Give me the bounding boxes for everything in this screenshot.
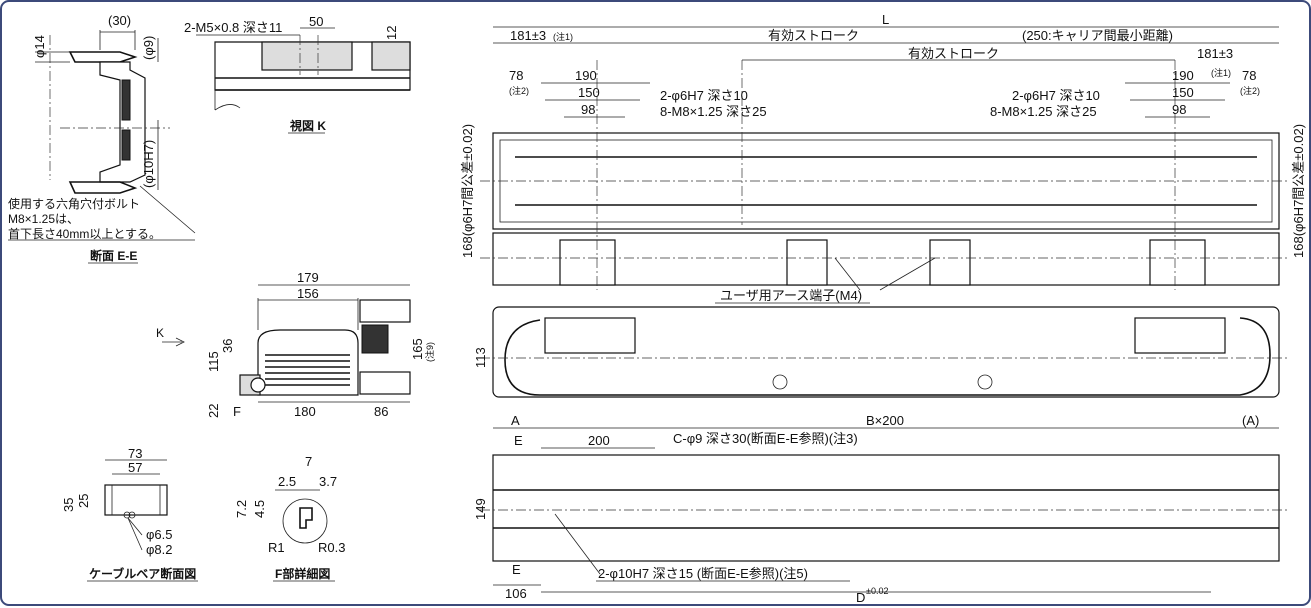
dim-113: 113	[473, 347, 488, 368]
cable-bear-section: 73 57 35 25 φ6.5 φ8.2 ケーブルベア断面図	[61, 446, 198, 582]
dim-165: 165	[410, 338, 425, 360]
dim-115: 115	[206, 351, 221, 372]
c-phi9-note: C-φ9 深さ30(断面E-E参照)(注3)	[673, 431, 858, 446]
dim-179: 179	[297, 270, 319, 285]
dim-200: 200	[588, 433, 610, 448]
bolt-note-2: M8×1.25は、	[8, 212, 79, 226]
dim-106: 106	[505, 586, 527, 601]
phi-8-2: φ8.2	[146, 542, 173, 557]
dim-d: D	[856, 590, 865, 605]
dim-78-left: 78	[509, 68, 523, 83]
stroke-label-2: 有効ストローク	[908, 46, 999, 61]
dim-phi14: φ14	[32, 35, 47, 58]
dim-36: 36	[220, 339, 235, 353]
dim-phi10h7: (φ10H7)	[141, 140, 156, 188]
dim-7-2: 7.2	[234, 500, 249, 518]
cable-title: ケーブルベア断面図	[89, 566, 196, 581]
bolt-note-1: 使用する六角穴付ボルト	[8, 196, 140, 211]
dim-phi9: (φ9)	[141, 36, 156, 60]
dim-2-5: 2.5	[278, 474, 296, 489]
dim-30: (30)	[108, 13, 131, 28]
section-e-e: φ14 (30) (φ9) (φ10H7) 使用する六角穴付ボルト M8×1.2…	[8, 13, 196, 264]
bolt-note-3: 首下長さ40mm以上とする。	[8, 227, 161, 241]
bottom-view: A B×200 (A) E 200 C-φ9 深さ30(断面E-E参照)(注3)…	[473, 413, 1290, 605]
dim-3-7: 3.7	[319, 474, 337, 489]
dim-190-left: 190	[575, 68, 597, 83]
section-e-e-title: 断面 E-E	[90, 248, 137, 263]
dim-149: 149	[473, 498, 488, 520]
label-k: K	[156, 326, 164, 340]
label-a-paren: (A)	[1242, 413, 1259, 428]
side-view: 179 156 36 115 165 (注9) 22 F 180 86 K	[156, 270, 435, 419]
phi10h7-note: 2-φ10H7 深さ15 (断面E-E参照)(注5)	[598, 566, 808, 581]
dim-150-right: 150	[1172, 85, 1194, 100]
f-detail: 7 2.5 3.7 7.2 4.5 R1 R0.3 F部詳細図	[234, 454, 345, 582]
dim-98-right: 98	[1172, 102, 1186, 117]
r0-3: R0.3	[318, 540, 345, 555]
dim-12: 12	[384, 26, 399, 40]
dim-190-right: 190	[1172, 68, 1194, 83]
dim-25: 25	[76, 494, 91, 508]
front-view: 113	[473, 306, 1290, 398]
phi-6-5: φ6.5	[146, 527, 173, 542]
dim-57: 57	[128, 460, 142, 475]
dim-150-left: 150	[578, 85, 600, 100]
view-k: 2-M5×0.8 深さ11 50 12 視図 K	[184, 14, 411, 134]
dim-78-right: 78	[1242, 68, 1256, 83]
f-detail-title: F部詳細図	[275, 566, 330, 581]
dim-L: L	[882, 12, 889, 27]
r1: R1	[268, 540, 285, 555]
note-1-right: (注1)	[1211, 67, 1231, 78]
label-e-top: E	[514, 433, 523, 448]
label-e-bottom: E	[512, 562, 521, 577]
dim-d-tolerance: ±0.02	[866, 586, 888, 596]
dim-98-left: 98	[581, 102, 595, 117]
dim-180: 180	[294, 404, 316, 419]
dim-181-left: 181±3	[510, 28, 546, 43]
dim-86: 86	[374, 404, 388, 419]
dim-35: 35	[61, 498, 76, 512]
m5-label: 2-M5×0.8 深さ11	[184, 20, 282, 35]
dim-73: 73	[128, 446, 142, 461]
view-k-title: 視図 K	[289, 118, 326, 133]
dim-4-5: 4.5	[252, 500, 267, 518]
stroke-label-1: 有効ストローク	[768, 28, 859, 43]
tap-m8-left: 8-M8×1.25 深さ25	[660, 104, 767, 119]
top-view: L 181±3 (注1) 有効ストローク (250:キャリア間最小距離) 有効ス…	[460, 12, 1306, 304]
dim-b-200: B×200	[866, 413, 904, 428]
note-1-left: (注1)	[553, 31, 573, 42]
hole-6h7-left: 2-φ6H7 深さ10	[660, 88, 748, 103]
label-a: A	[511, 413, 520, 428]
dim-181-right: 181±3	[1197, 46, 1233, 61]
side-dim-left: 168(φ6H7間公差±0.02)	[460, 124, 475, 258]
label-f: F	[233, 404, 241, 419]
note-9: (注9)	[424, 342, 435, 362]
dim-7: 7	[305, 454, 312, 469]
dim-22: 22	[206, 404, 221, 418]
earth-terminal-label: ユーザ用アース端子(M4)	[720, 288, 862, 303]
min-distance-label: (250:キャリア間最小距離)	[1022, 28, 1173, 43]
tap-m8-right: 8-M8×1.25 深さ25	[990, 104, 1097, 119]
note-2-right: (注2)	[1240, 85, 1260, 96]
side-dim-right: 168(φ6H7間公差±0.02)	[1291, 124, 1306, 258]
dim-156: 156	[297, 286, 319, 301]
hole-6h7-right: 2-φ6H7 深さ10	[1012, 88, 1100, 103]
note-2-left: (注2)	[509, 85, 529, 96]
dim-50: 50	[309, 14, 323, 29]
